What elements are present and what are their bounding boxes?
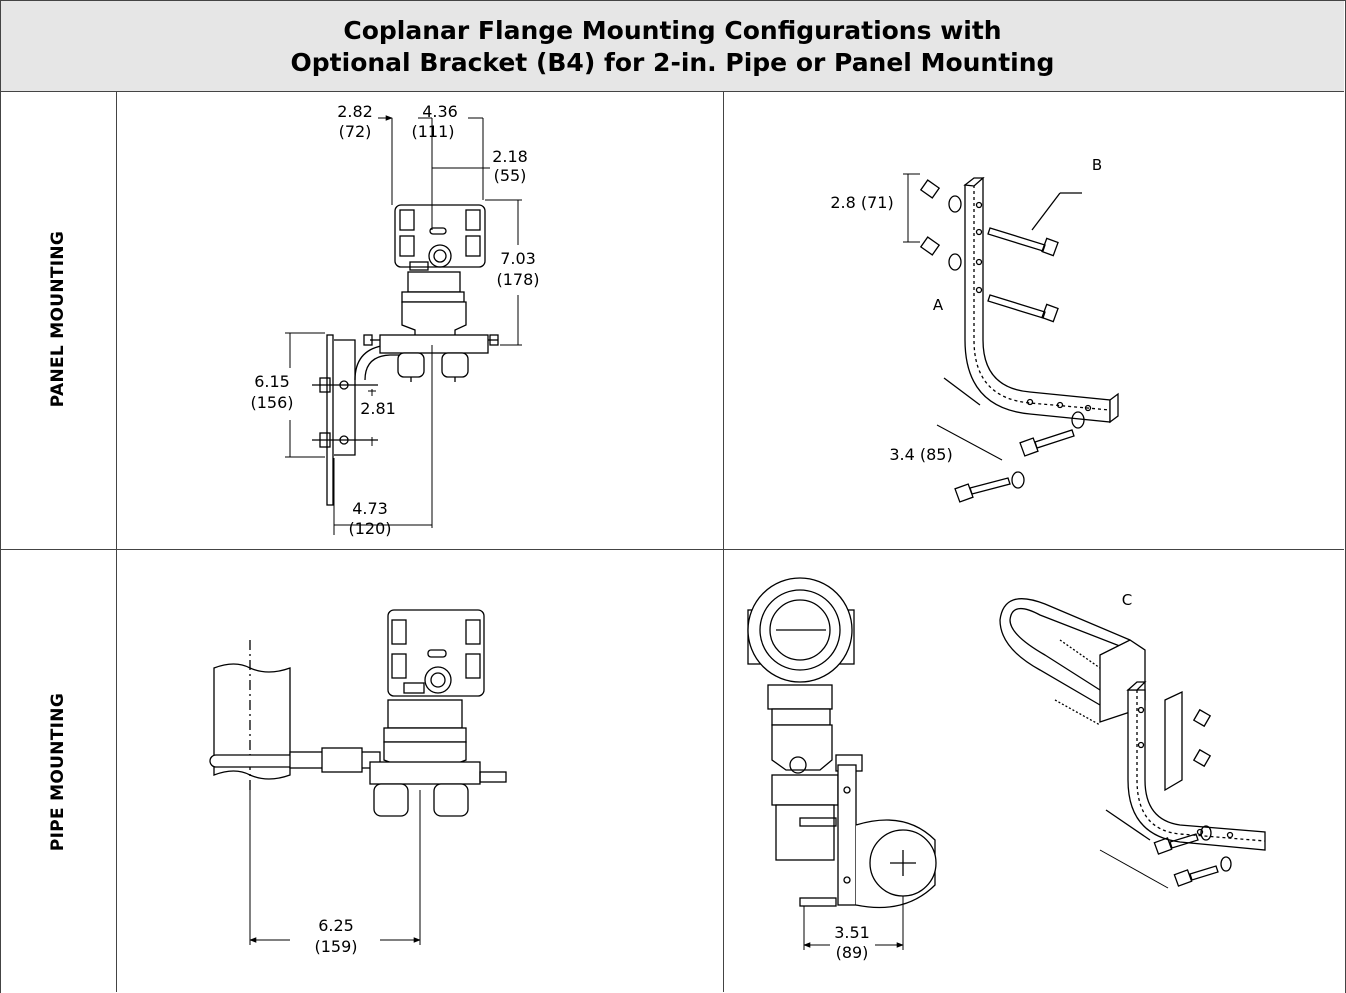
dim-4-36-mm: (111) bbox=[411, 122, 454, 141]
dim-6-15-mm: (156) bbox=[250, 393, 293, 412]
pipe-side-dimension-lines bbox=[803, 896, 904, 950]
panel-front-drawing bbox=[312, 204, 499, 506]
callout-a: A bbox=[933, 296, 944, 314]
pipe-front-dimension-lines bbox=[249, 790, 421, 945]
dim-2-18-mm: (55) bbox=[494, 166, 527, 185]
panel-bracket-dimension-lines bbox=[903, 173, 1003, 461]
dim-7-03-in: 7.03 bbox=[500, 249, 536, 268]
dim-4-73-in: 4.73 bbox=[352, 499, 388, 518]
header-title-line2: Optional Bracket (B4) for 2-in. Pipe or … bbox=[290, 48, 1055, 77]
dim-2-18-in: 2.18 bbox=[492, 147, 528, 166]
panel-front-dimension-lines bbox=[285, 115, 522, 535]
pipe-bracket-dimension-lines bbox=[1099, 849, 1169, 889]
dim-6-25-mm: (159) bbox=[314, 937, 357, 956]
dim-2-82-in: 2.82 bbox=[337, 102, 373, 121]
figure-header: Coplanar Flange Mounting Configurations … bbox=[1, 1, 1344, 92]
grid-horizontal-middle bbox=[1, 549, 1344, 550]
dim-2-8-71: 2.8 (71) bbox=[830, 193, 893, 212]
pipe-side-drawing bbox=[747, 577, 937, 909]
grid-vertical-middle bbox=[723, 92, 724, 992]
dim-3-4-85: 3.4 (85) bbox=[889, 445, 952, 464]
dim-3-51-in: 3.51 bbox=[834, 923, 870, 942]
dim-2-82-mm: (72) bbox=[339, 122, 372, 141]
header-title-line1: Coplanar Flange Mounting Configurations … bbox=[343, 16, 1002, 45]
dim-6-15-in: 6.15 bbox=[254, 372, 290, 391]
pipe-bracket-drawing bbox=[999, 598, 1266, 887]
callout-c: C bbox=[1122, 591, 1132, 609]
dim-4-73-mm: (120) bbox=[348, 519, 391, 538]
dim-2-81-in: 2.81 bbox=[360, 399, 396, 418]
panel-bracket-drawing bbox=[919, 177, 1119, 503]
pipe-front-drawing bbox=[209, 609, 507, 817]
dim-3-51-mm: (89) bbox=[836, 943, 869, 962]
dim-7-03-mm: (178) bbox=[496, 270, 539, 289]
dim-6-25-in: 6.25 bbox=[318, 916, 354, 935]
grid-vertical-left bbox=[116, 92, 117, 992]
dim-4-36-in: 4.36 bbox=[422, 102, 458, 121]
callout-b: B bbox=[1092, 156, 1102, 174]
